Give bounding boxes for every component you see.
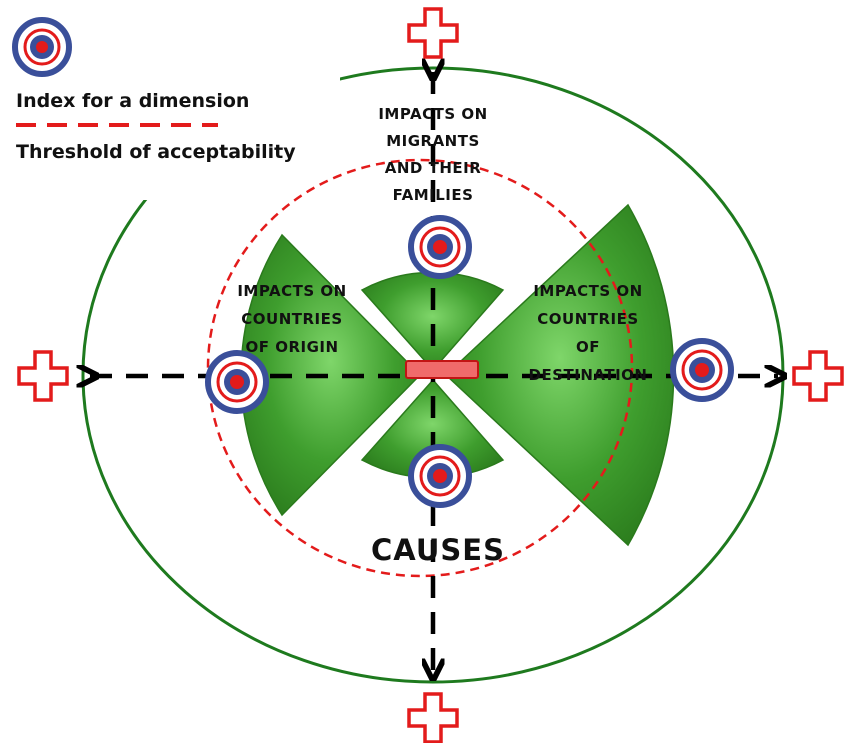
svg-text:IMPACTS ON: IMPACTS ON bbox=[378, 105, 487, 123]
svg-text:FAMILIES: FAMILIES bbox=[393, 186, 474, 204]
legend-index-icon bbox=[12, 17, 72, 77]
label-left: IMPACTS ON COUNTRIES OF ORIGIN bbox=[237, 282, 346, 356]
svg-text:IMPACTS ON: IMPACTS ON bbox=[533, 282, 642, 300]
label-top: IMPACTS ON MIGRANTS AND THEIR FAMILIES bbox=[378, 105, 487, 204]
legend: Index for a dimension Threshold of accep… bbox=[12, 17, 296, 163]
svg-text:OF ORIGIN: OF ORIGIN bbox=[245, 338, 338, 356]
svg-text:COUNTRIES: COUNTRIES bbox=[537, 310, 638, 328]
index-marker-left bbox=[205, 350, 269, 414]
index-marker-top bbox=[408, 215, 472, 279]
label-causes: CAUSES bbox=[371, 533, 505, 567]
svg-text:OF: OF bbox=[576, 338, 600, 356]
svg-text:MIGRANTS: MIGRANTS bbox=[386, 132, 480, 150]
legend-threshold-label: Threshold of acceptability bbox=[16, 141, 296, 163]
index-marker-bottom bbox=[408, 444, 472, 508]
legend-backdrop bbox=[0, 0, 340, 200]
svg-text:IMPACTS ON: IMPACTS ON bbox=[237, 282, 346, 300]
legend-index-label: Index for a dimension bbox=[16, 90, 249, 112]
plus-icon-top bbox=[407, 7, 459, 59]
minus-symbol bbox=[405, 360, 479, 379]
label-right: IMPACTS ON COUNTRIES OF DESTINATION bbox=[529, 282, 648, 384]
svg-text:AND THEIR: AND THEIR bbox=[385, 159, 482, 177]
plus-icon-right bbox=[792, 350, 844, 402]
index-marker-right bbox=[670, 338, 734, 402]
plus-icon-bottom bbox=[407, 692, 459, 743]
svg-text:COUNTRIES: COUNTRIES bbox=[241, 310, 342, 328]
svg-text:DESTINATION: DESTINATION bbox=[529, 366, 648, 384]
plus-icon-left bbox=[17, 350, 69, 402]
